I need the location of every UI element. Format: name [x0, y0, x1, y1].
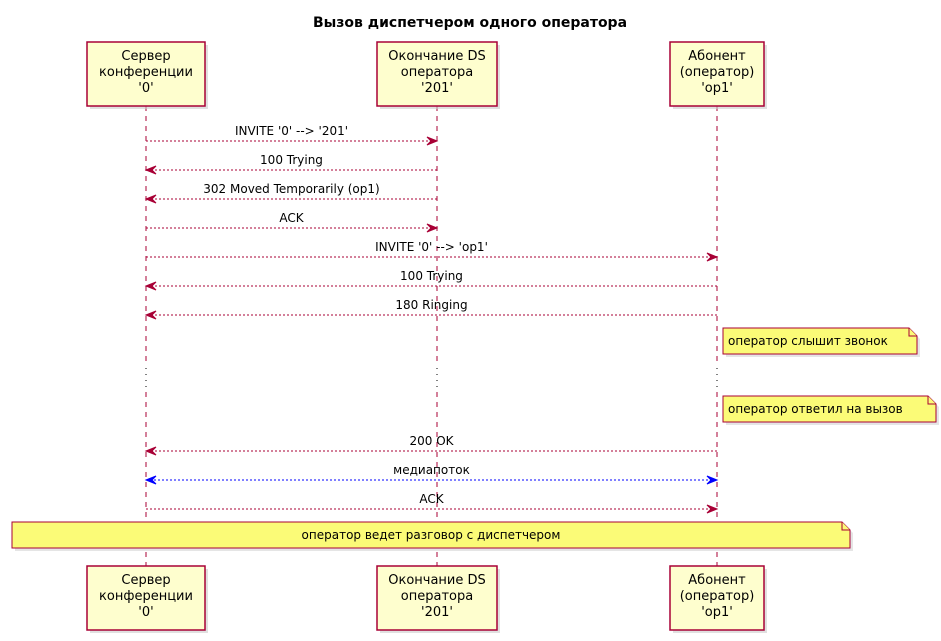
note-1: оператор ответил на вызов — [722, 395, 939, 425]
participant-box — [376, 565, 498, 631]
note-2: оператор ведет разговор с диспетчером — [11, 521, 853, 551]
message-label: ACK — [279, 211, 304, 225]
participant-label: оператора — [401, 589, 473, 604]
participant-bottom-op: Абонент(оператор)'op1' — [669, 565, 767, 633]
message-label: ACK — [419, 492, 444, 506]
arrow-head — [706, 252, 719, 262]
participant-label: конференции — [99, 589, 193, 604]
arrow-head — [426, 223, 439, 233]
message-3: ACK — [146, 211, 439, 233]
note-box — [11, 521, 851, 549]
arrow-head — [144, 165, 157, 175]
participant-box — [86, 565, 206, 631]
participant-label: Абонент — [688, 573, 746, 588]
notes: оператор слышит звонок оператор ответил н… — [11, 327, 939, 551]
messages: INVITE '0' --> '201' 100 Trying 302 Moved … — [144, 124, 719, 514]
arrow-head — [144, 281, 157, 291]
participant-box — [376, 41, 498, 107]
message-label: медиапоток — [393, 463, 470, 477]
participant-label: Окончание DS — [388, 573, 486, 588]
participant-label: Окончание DS — [388, 49, 486, 64]
message-0: INVITE '0' --> '201' — [146, 124, 439, 146]
message-2: 302 Moved Temporarily (op1) — [144, 182, 437, 204]
note-box — [722, 395, 937, 423]
participant-label: Абонент — [688, 49, 746, 64]
note-text: оператор слышит звонок — [728, 334, 888, 348]
participant-label: оператора — [401, 65, 473, 80]
message-7: 200 OK — [144, 434, 717, 456]
message-6: 180 Ringing — [144, 298, 717, 320]
arrow-head — [144, 310, 157, 320]
message-5: 100 Trying — [144, 269, 717, 291]
message-label: INVITE '0' --> 'op1' — [375, 240, 488, 254]
participant-label: '0' — [138, 605, 153, 620]
participant-label: Сервер — [121, 573, 170, 588]
diagram-title: Вызов диспетчером одного оператора — [313, 15, 627, 31]
message-1: 100 Trying — [144, 153, 437, 175]
message-8: медиапоток — [144, 463, 719, 485]
message-label: 302 Moved Temporarily (op1) — [203, 182, 379, 196]
note-0: оператор слышит звонок — [722, 327, 920, 357]
message-label: 180 Ringing — [395, 298, 467, 312]
arrow-head — [144, 446, 157, 456]
participant-box — [669, 565, 765, 631]
message-label: 200 OK — [409, 434, 454, 448]
note-fold — [841, 522, 850, 531]
participant-box — [669, 41, 765, 107]
participant-box — [86, 41, 206, 107]
arrow-head — [144, 194, 157, 204]
participant-top-op: Абонент(оператор)'op1' — [669, 41, 767, 109]
message-4: INVITE '0' --> 'op1' — [146, 240, 719, 262]
message-9: ACK — [146, 492, 719, 514]
participant-label: (оператор) — [680, 65, 755, 80]
note-text: оператор ведет разговор с диспетчером — [302, 528, 561, 542]
arrow-head — [144, 475, 157, 485]
participant-label: Сервер — [121, 49, 170, 64]
participant-label: '201' — [421, 81, 453, 96]
arrow-head — [426, 136, 439, 146]
participant-label: конференции — [99, 65, 193, 80]
note-box — [722, 327, 918, 355]
participant-label: (оператор) — [680, 589, 755, 604]
note-text: оператор ответил на вызов — [728, 402, 903, 416]
message-label: 100 Trying — [400, 269, 463, 283]
note-fold — [927, 396, 936, 405]
arrow-head — [706, 475, 719, 485]
message-label: INVITE '0' --> '201' — [235, 124, 348, 138]
participant-label: 'op1' — [701, 605, 733, 620]
participant-label: 'op1' — [701, 81, 733, 96]
message-label: 100 Trying — [260, 153, 323, 167]
note-fold — [908, 328, 917, 337]
participant-label: '201' — [421, 605, 453, 620]
participant-label: '0' — [138, 81, 153, 96]
arrow-head — [706, 504, 719, 514]
